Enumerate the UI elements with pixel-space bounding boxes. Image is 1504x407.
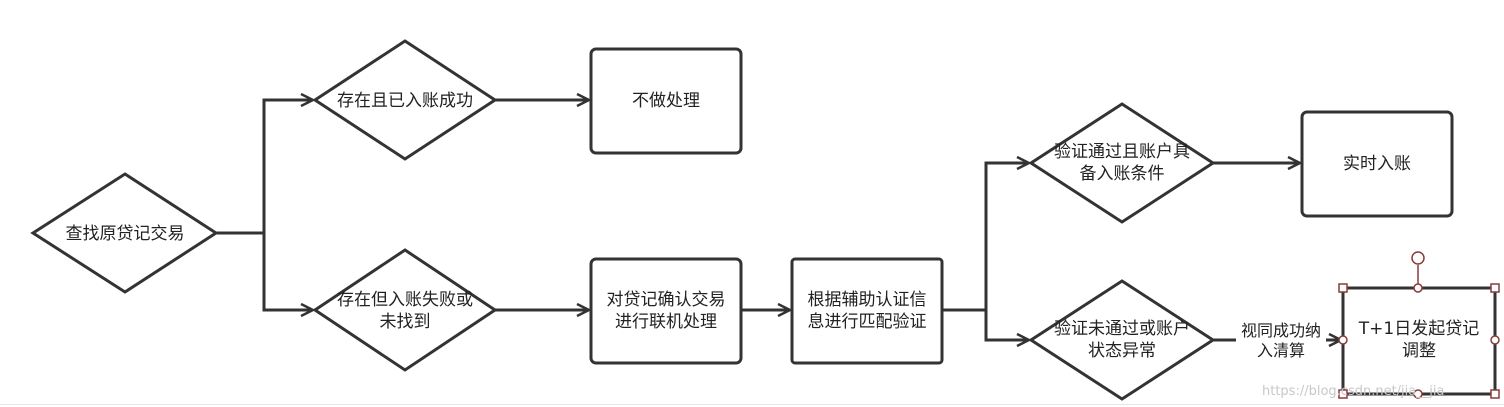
- diamond-find-original: [30, 172, 219, 294]
- diamond-verify-pass: [1028, 102, 1216, 224]
- label-verify-pass: 验证通过且账户具备入账条件: [1054, 142, 1190, 184]
- canvas-bottom-border: [0, 404, 1504, 405]
- connect-handle-left[interactable]: [1338, 335, 1348, 345]
- label-no-action: 不做处理: [632, 91, 700, 111]
- edge-branch-to-exists-failed: [262, 233, 313, 310]
- resize-handle-bottom-left[interactable]: [1338, 389, 1348, 399]
- label-exists-failed: 存在但入账失败或未找到: [337, 290, 473, 332]
- label-realtime-post: 实时入账: [1343, 154, 1411, 174]
- box-realtime-post: [1300, 110, 1454, 218]
- label-online-process: 对贷记确认交易进行联机处理: [606, 290, 726, 332]
- resize-handle-top-left[interactable]: [1338, 283, 1348, 293]
- edge-branch-to-verify-fail: [984, 310, 1029, 340]
- label-match-verify: 根据辅助认证信息进行匹配验证: [807, 290, 927, 332]
- watermark-url: https://blog.csdn.net/jia__jia: [1262, 384, 1445, 399]
- diamond-verify-fail: [1028, 279, 1216, 401]
- diamond-exists-failed: [312, 248, 498, 372]
- connect-handle-right[interactable]: [1490, 335, 1500, 345]
- edge-label-treat-success: 视同成功纳入清算: [1236, 321, 1326, 361]
- connect-handle-top[interactable]: [1413, 283, 1423, 293]
- label-find-original: 查找原贷记交易: [65, 224, 185, 244]
- resize-handle-bottom-right[interactable]: [1490, 389, 1500, 399]
- label-exists-posted: 存在且已入账成功: [337, 91, 473, 111]
- selection-handles[interactable]: [1338, 251, 1500, 399]
- label-t1-adjust: T+1日发起贷记调整: [1358, 319, 1480, 361]
- edge-branch-to-verify-pass: [984, 163, 1029, 310]
- diamond-exists-posted: [312, 39, 498, 161]
- resize-handle-top-right[interactable]: [1490, 283, 1500, 293]
- connect-handle-bottom[interactable]: [1413, 389, 1423, 399]
- rotate-handle[interactable]: [1411, 251, 1425, 265]
- box-no-action: [589, 47, 743, 155]
- edge-branch-to-exists-posted: [262, 100, 313, 233]
- label-verify-fail: 验证未通过或账户状态异常: [1054, 319, 1190, 361]
